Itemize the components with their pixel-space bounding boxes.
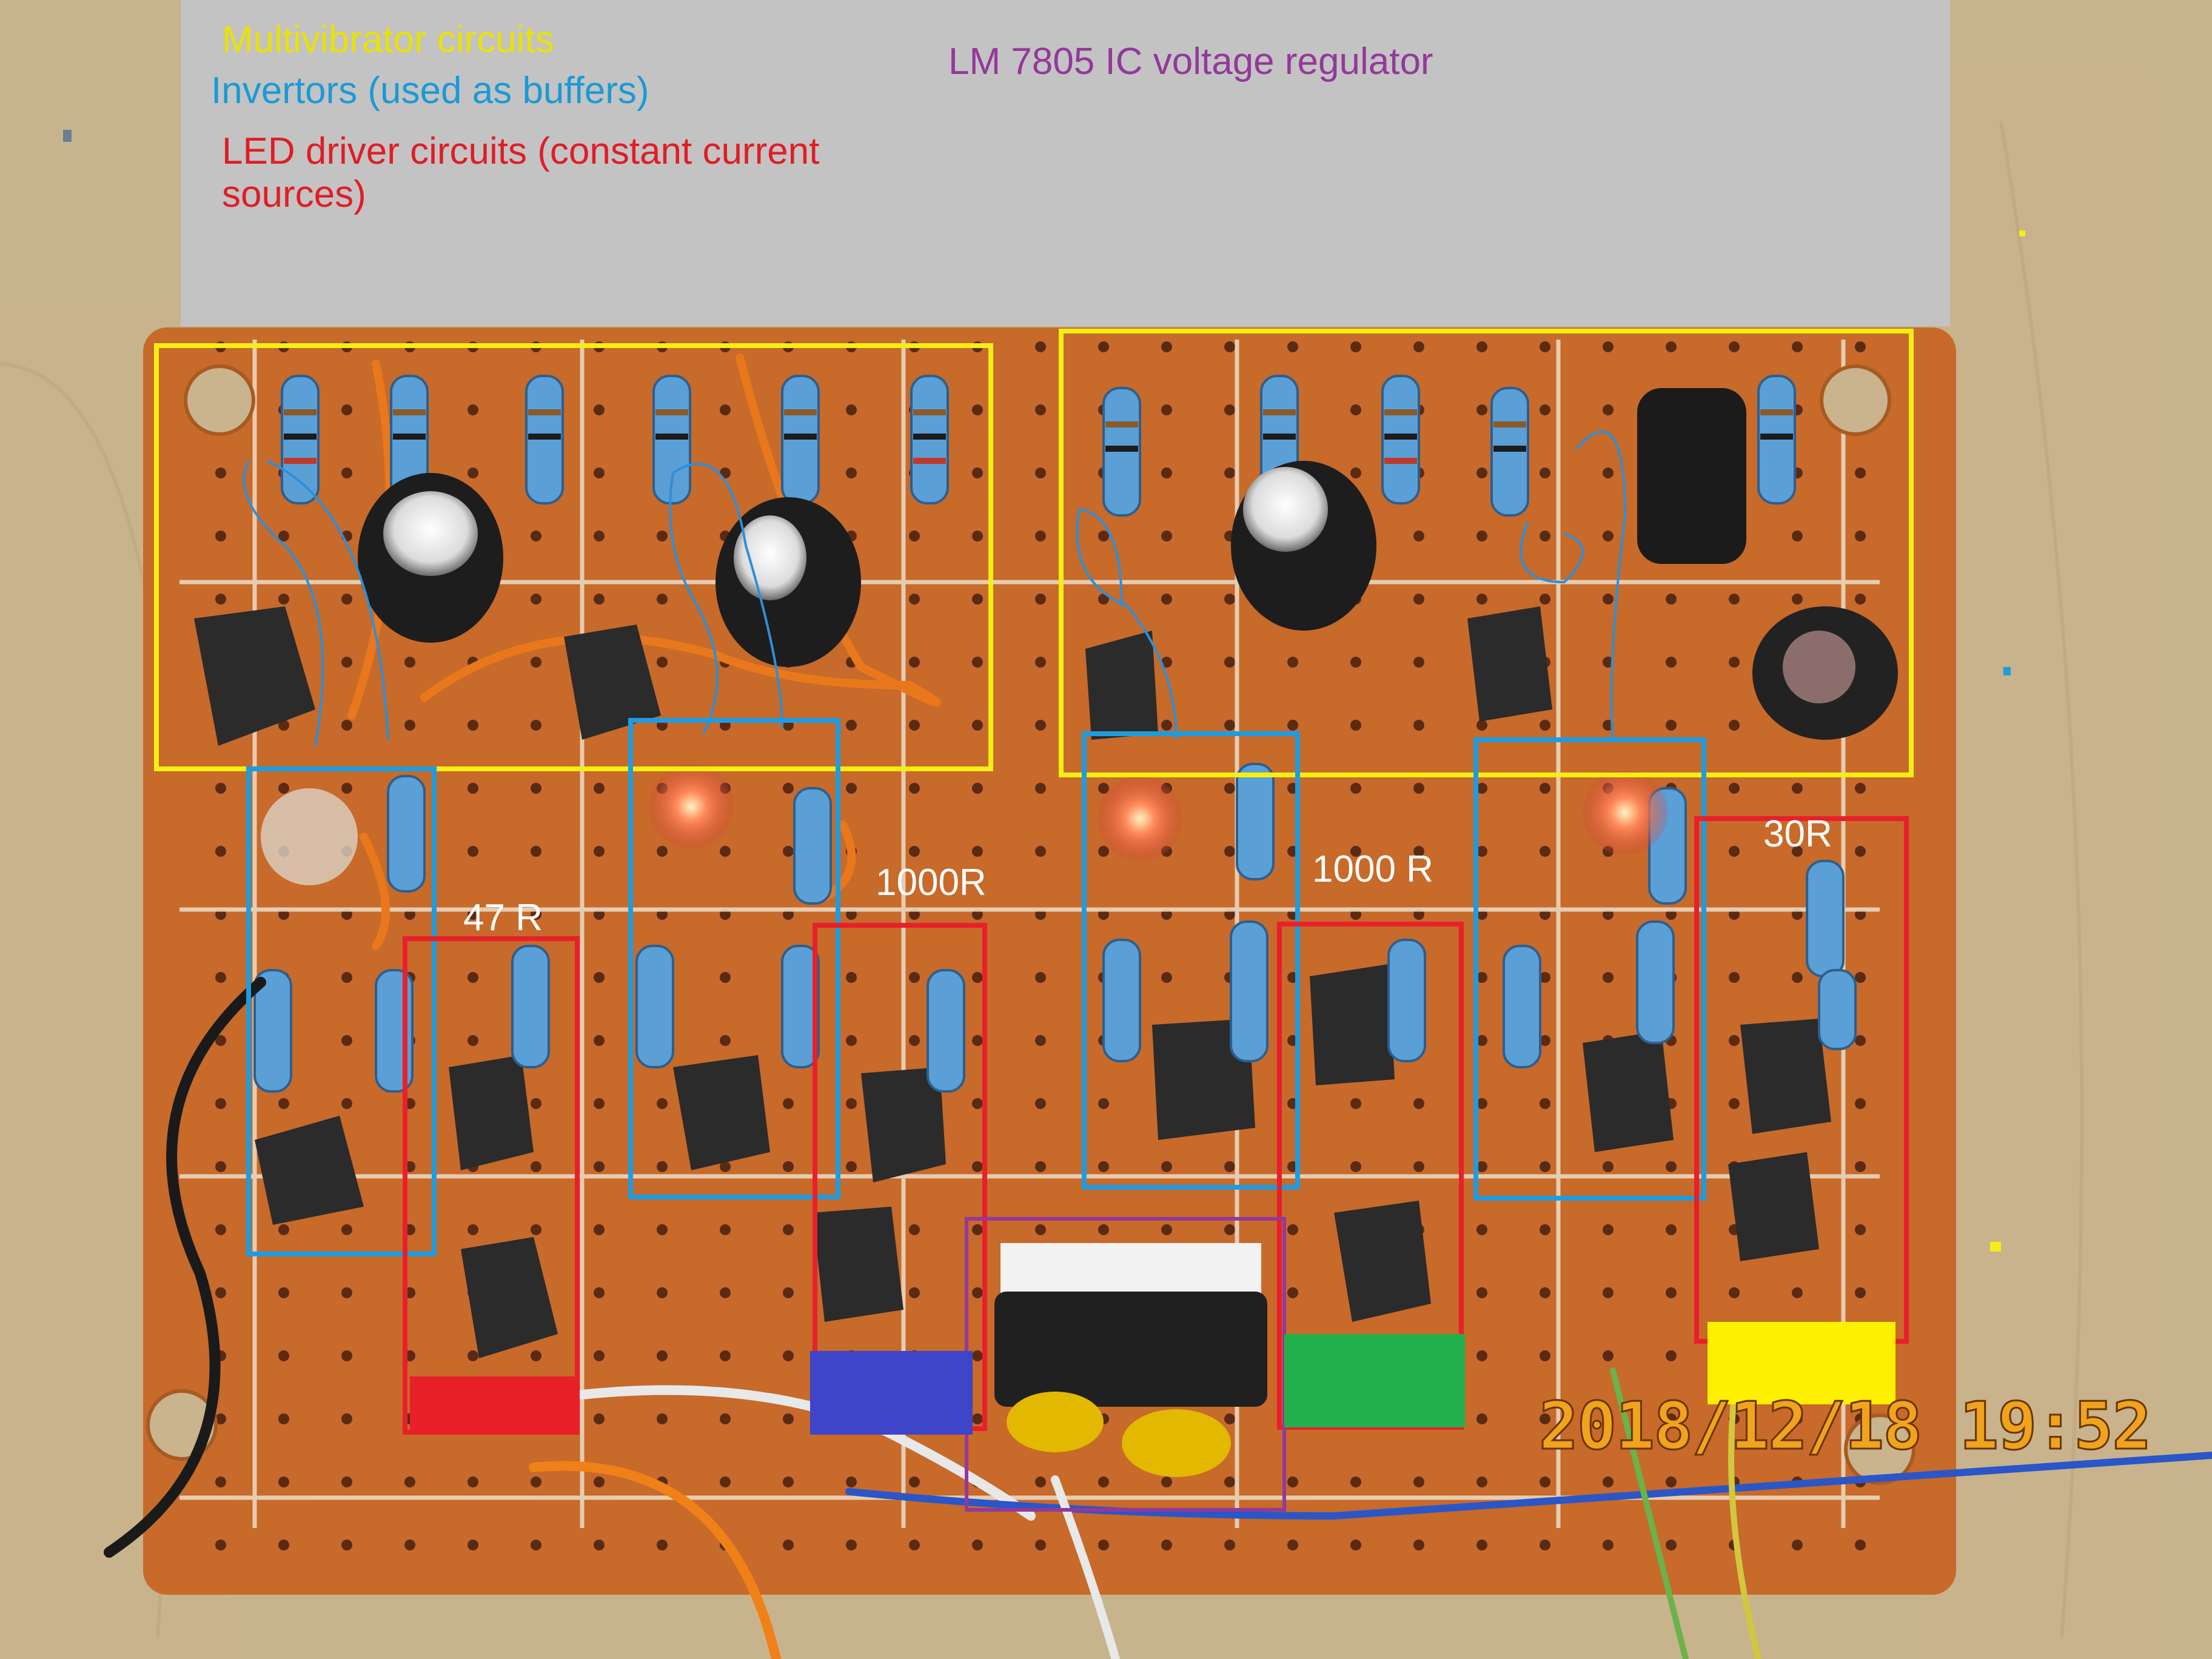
transistors (194, 606, 1831, 1358)
camera-timestamp: 2018/12/18 19:52 (1538, 1388, 2152, 1466)
blue-led-swatch (810, 1351, 973, 1435)
resistor-label-47r: 47 R (463, 897, 543, 939)
legend-voltage-regulator: LM 7805 IC voltage regulator (948, 41, 1433, 82)
yellow-led-swatch (1708, 1322, 1895, 1404)
legend-panel (181, 0, 1950, 326)
led-color-swatches (410, 1322, 1895, 1435)
legend-invertors: Invertors (used as buffers) (211, 70, 649, 112)
electrolytic-capacitors (358, 388, 1898, 740)
legend-multivibrator: Multivibrator circuits (222, 19, 554, 61)
hand-drawn-traces (243, 431, 1627, 746)
red-led-swatch (410, 1376, 577, 1432)
green-led-swatch (1284, 1334, 1465, 1427)
wires (104, 977, 2212, 1659)
lm7805-regulator (994, 1243, 1267, 1407)
multivibrator-boxes (154, 329, 1914, 777)
resistors-top-row (281, 375, 1796, 517)
resistor-label-1000r-a: 1000R (876, 862, 987, 903)
stray-marks (63, 130, 2025, 1252)
resistor-label-30r: 30R (1763, 813, 1832, 855)
invertor-boxes (246, 718, 1706, 1256)
leds (261, 764, 1667, 885)
resistor-label-1000r-b: 1000 R (1312, 848, 1433, 890)
ceramic-capacitors (1007, 1392, 1231, 1477)
legend-led-drivers: LED driver circuits (constant current so… (222, 130, 820, 216)
